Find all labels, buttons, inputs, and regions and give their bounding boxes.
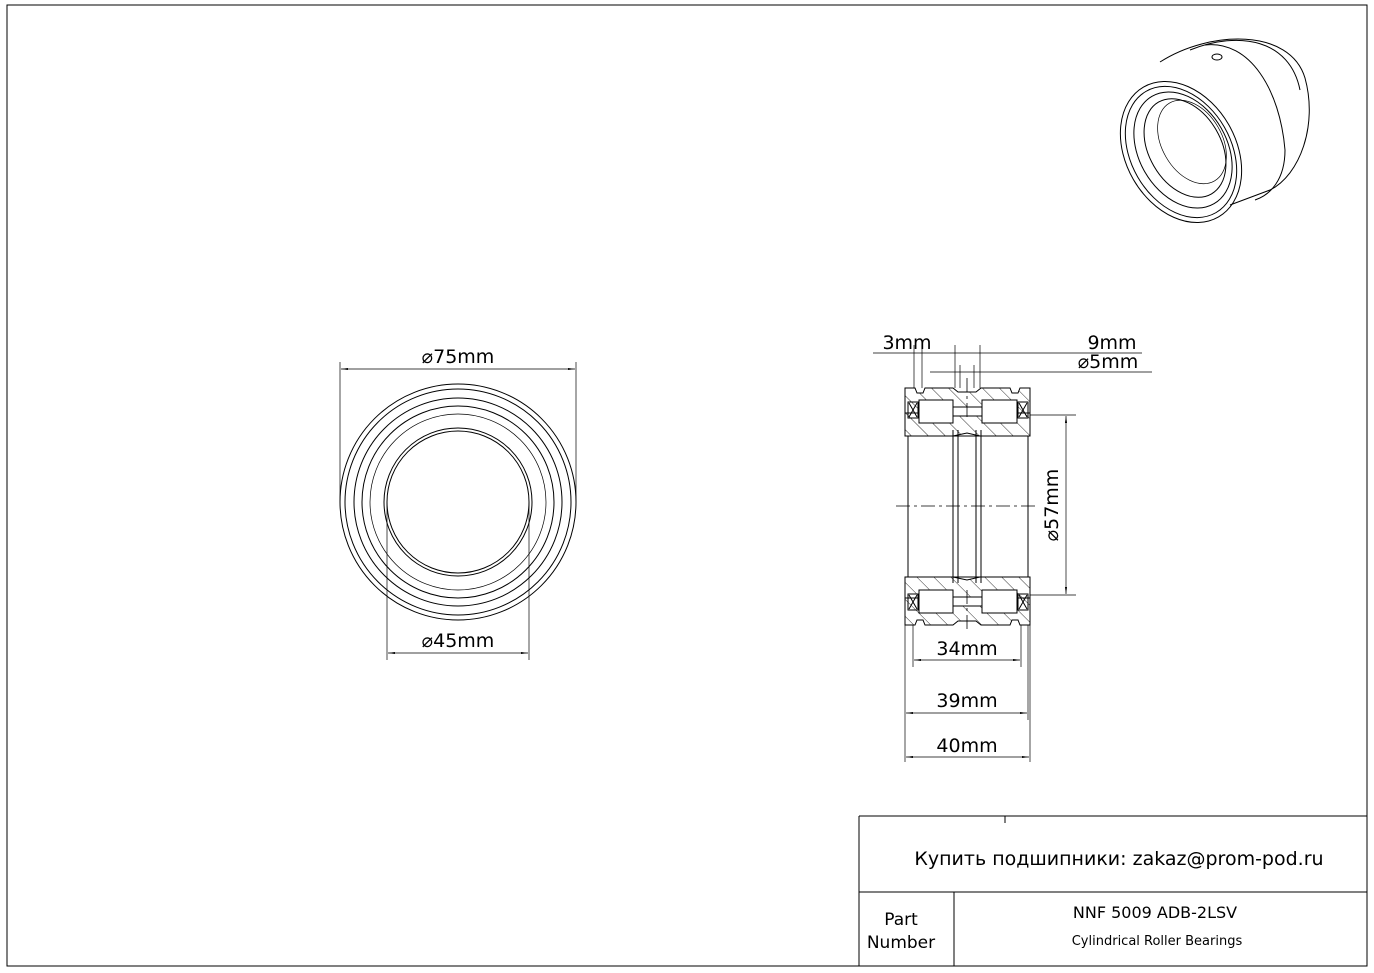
dim-bore-diameter: ⌀45mm: [422, 630, 495, 652]
dim-3mm: 3mm: [882, 332, 931, 354]
dim-9mm: 9mm: [1087, 332, 1136, 354]
title-block: Купить подшипники: zakaz@prom-pod.ru Par…: [858, 815, 1367, 966]
sheet-border: [6, 4, 1368, 967]
isometric-view: [1119, 38, 1310, 224]
front-view: ⌀75mm ⌀45mm: [339, 346, 577, 660]
section-view: 3mm 9mm ⌀5mm ⌀57mm 34mm 39mm 40mm: [873, 332, 1152, 762]
dim-40mm: 40mm: [936, 735, 997, 757]
dim-outer-diameter: ⌀75mm: [422, 346, 495, 368]
part-type: Cylindrical Roller Bearings: [1072, 934, 1243, 949]
part-number: NNF 5009 ADB-2LSV: [1073, 903, 1237, 922]
number-label: Number: [867, 933, 935, 953]
dim-39mm: 39mm: [936, 690, 997, 712]
dim-57mm: ⌀57mm: [1041, 469, 1063, 542]
dim-34mm: 34mm: [936, 638, 997, 660]
dim-5mm: ⌀5mm: [1078, 351, 1139, 373]
part-label: Part: [884, 910, 918, 930]
contact-email: Купить подшипники: zakaz@prom-pod.ru: [914, 848, 1323, 870]
